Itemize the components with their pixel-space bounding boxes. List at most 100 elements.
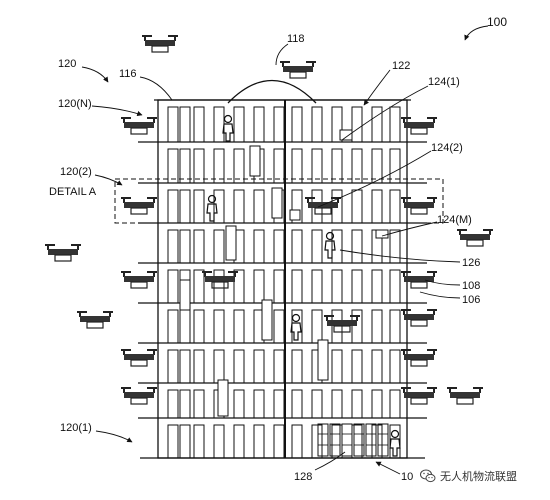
window: [233, 424, 245, 459]
window: [331, 148, 343, 184]
building: [114, 80, 444, 459]
leader-line: [339, 249, 461, 263]
ref-124m-label: 124(M): [437, 214, 472, 226]
drone-icon: [120, 348, 158, 367]
window: [167, 424, 179, 459]
window: [179, 229, 191, 264]
package-box: [289, 209, 301, 221]
window: [167, 309, 179, 344]
detail-a-label: DETAIL A: [49, 186, 97, 198]
leader-line: [139, 76, 173, 101]
package-box: [271, 187, 283, 219]
window: [233, 106, 245, 143]
window: [389, 309, 401, 344]
window: [167, 189, 179, 224]
window: [167, 389, 179, 419]
window: [291, 148, 303, 184]
window: [311, 424, 323, 459]
window: [213, 229, 225, 264]
leader-line: [363, 69, 391, 106]
ref-116-label: 116: [119, 68, 137, 80]
ref-1202-label: 120(2): [60, 166, 92, 178]
window: [213, 189, 225, 224]
window: [389, 389, 401, 419]
window: [311, 309, 323, 344]
window: [193, 269, 205, 304]
window: [233, 148, 245, 184]
ref-120-label: 120: [58, 58, 77, 70]
ref-120n-label: 120(N): [58, 98, 92, 110]
package-box: [339, 129, 353, 141]
window: [253, 229, 265, 264]
window: [371, 106, 383, 143]
drone-icon: [44, 243, 82, 262]
window: [193, 148, 205, 184]
leader-line: [341, 85, 429, 141]
leader-line: [275, 43, 289, 66]
leader-line: [314, 451, 346, 471]
window: [167, 148, 179, 184]
people: [206, 114, 401, 457]
window: [179, 389, 191, 419]
window: [389, 269, 401, 304]
watermark: 无人机物流联盟: [420, 468, 517, 484]
window: [213, 349, 225, 384]
window: [351, 389, 363, 419]
package-box: [179, 279, 191, 311]
window: [233, 189, 245, 224]
ref-128-label: 128: [294, 471, 313, 483]
drone-icon: [76, 310, 114, 329]
window: [273, 349, 285, 384]
window: [179, 309, 191, 344]
window: [273, 229, 285, 264]
leader-line: [81, 66, 109, 83]
window: [179, 106, 191, 143]
person-icon: [206, 194, 218, 222]
ref-1201-label: 120(1): [60, 422, 92, 434]
package-box: [217, 379, 229, 417]
window: [371, 389, 383, 419]
storage-rack: [365, 423, 377, 457]
package-box: [225, 225, 237, 261]
window: [389, 349, 401, 384]
window: [233, 389, 245, 419]
drone-icon: [201, 270, 239, 289]
window: [291, 229, 303, 264]
building-outline: [157, 99, 408, 459]
leader-line: [375, 461, 401, 475]
roof-dome: [227, 80, 317, 104]
window: [389, 148, 401, 184]
window: [253, 269, 265, 304]
ref-108-label: 108: [462, 280, 481, 292]
ref-1241-label: 124(1): [428, 76, 460, 88]
window: [179, 189, 191, 224]
window: [331, 229, 343, 264]
storage-rack: [329, 423, 341, 457]
leader-line: [317, 150, 432, 208]
window: [291, 189, 303, 224]
person-icon: [389, 429, 401, 457]
window: [213, 148, 225, 184]
window: [233, 309, 245, 344]
window: [389, 189, 401, 224]
leader-line: [381, 221, 438, 237]
window: [389, 229, 401, 264]
window: [351, 309, 363, 344]
window: [273, 389, 285, 419]
leader-line: [94, 174, 123, 186]
window: [331, 106, 343, 143]
leader-lines: [81, 25, 489, 475]
person-icon: [324, 231, 336, 259]
window: [179, 148, 191, 184]
drones: [44, 34, 494, 405]
window: [213, 269, 225, 304]
watermark-text: 无人机物流联盟: [440, 470, 517, 483]
storage-rack: [341, 423, 353, 457]
package-box: [375, 229, 389, 239]
window: [167, 229, 179, 264]
window: [351, 269, 363, 304]
window: [389, 424, 401, 459]
window: [331, 269, 343, 304]
window: [233, 269, 245, 304]
